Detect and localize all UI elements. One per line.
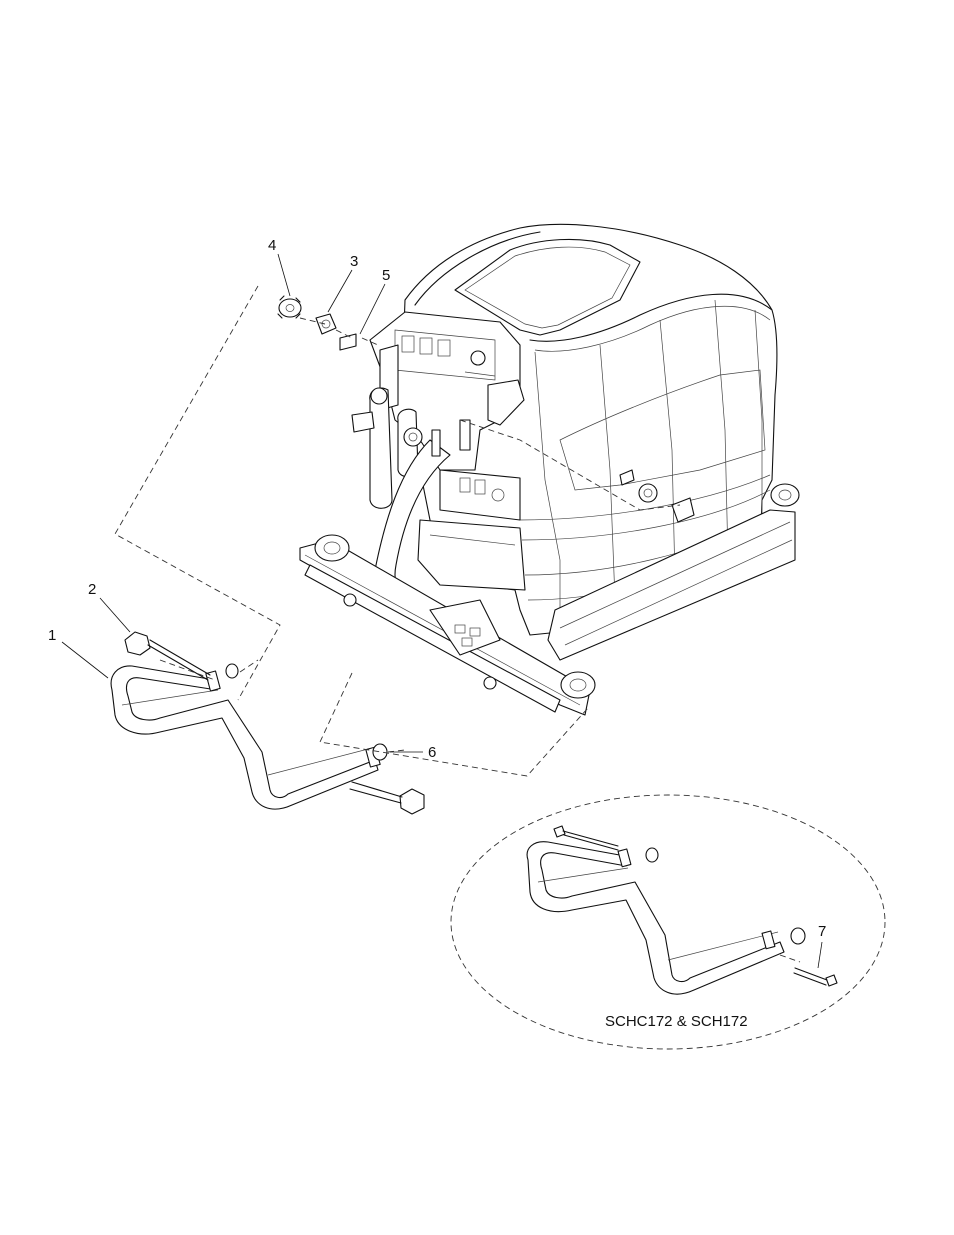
callout-3: 3 <box>350 253 358 270</box>
part-1-handle <box>111 666 380 809</box>
detail-view-ellipse <box>451 795 885 1049</box>
detail-handle <box>527 826 837 994</box>
part-3-bushing <box>316 314 336 334</box>
detail-caption: SCHC172 & SCH172 <box>605 1013 748 1030</box>
callout-4: 4 <box>268 237 276 254</box>
part-6-nut <box>373 744 387 760</box>
nut-upper <box>226 664 238 678</box>
callout-1: 1 <box>48 627 56 644</box>
callout-6: 6 <box>428 744 436 761</box>
callout-7: 7 <box>818 923 826 940</box>
part-4-knob <box>278 296 301 318</box>
callout-5: 5 <box>382 267 390 284</box>
callout-2: 2 <box>88 581 96 598</box>
lower-star-knob <box>350 782 424 814</box>
